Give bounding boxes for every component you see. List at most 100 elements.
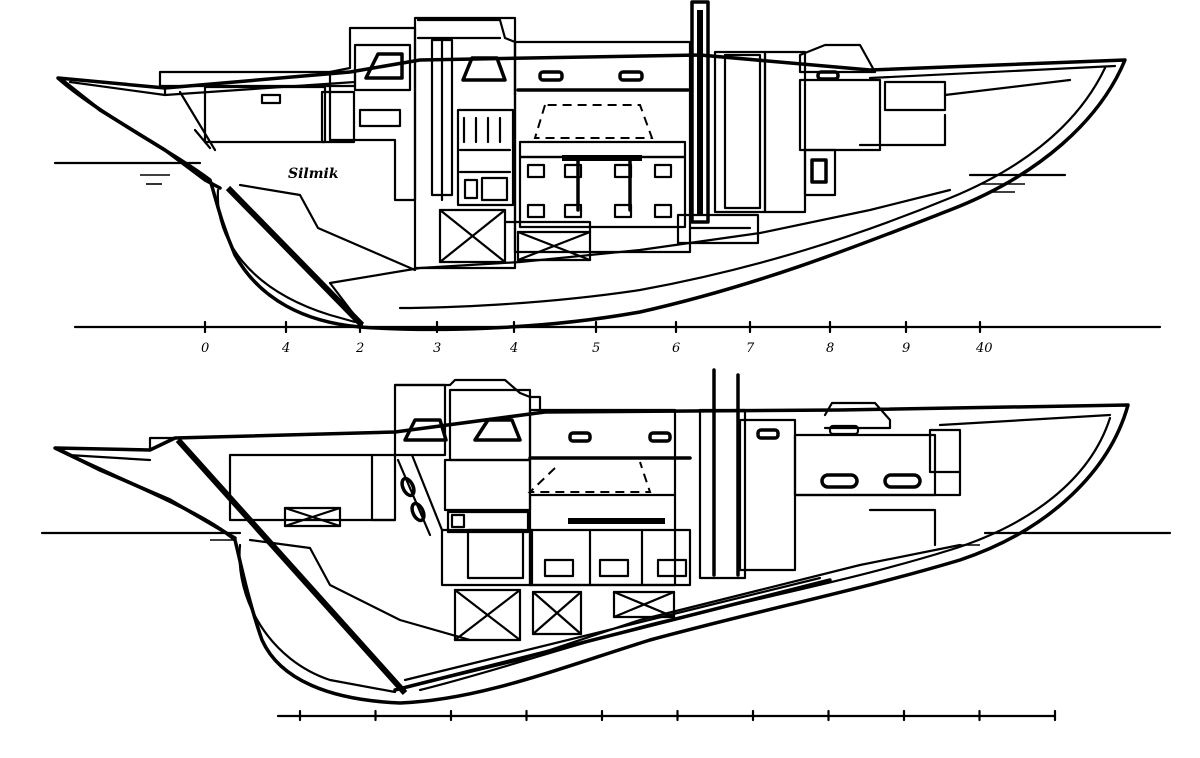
lower-rudder-stock bbox=[175, 437, 408, 696]
lower-saloon bbox=[528, 408, 677, 587]
lower-stove-knob bbox=[450, 513, 466, 529]
upper-aft-lazarette bbox=[163, 86, 217, 152]
upper-vent-slot bbox=[260, 93, 282, 105]
upper-icebox-cross bbox=[438, 208, 507, 264]
upper-rudder-stock bbox=[225, 185, 365, 328]
upper-hatch bbox=[358, 108, 402, 128]
lower-galley-counter bbox=[443, 458, 532, 512]
upper-scale-label: 4 bbox=[281, 341, 290, 356]
upper-galley-stove bbox=[456, 108, 515, 207]
upper-stove-burners bbox=[458, 116, 512, 174]
lower-mast-compartment bbox=[698, 408, 747, 580]
upper-settee-drawer bbox=[653, 203, 673, 219]
upper-saloon bbox=[513, 40, 692, 254]
upper-doghouse bbox=[328, 26, 417, 202]
lower-aft-cabin bbox=[228, 453, 397, 522]
lower-ladder-rung bbox=[400, 476, 416, 498]
lower-bilge-bin bbox=[612, 590, 676, 619]
upper-stern-post bbox=[60, 78, 222, 190]
lower-aft-bin bbox=[283, 506, 342, 528]
lower-forward-hatch bbox=[823, 401, 892, 430]
upper-bilge-bin bbox=[516, 230, 592, 262]
upper-settee-drawer bbox=[526, 163, 546, 179]
upper-settee-drawer bbox=[653, 163, 673, 179]
lower-chain-locker bbox=[928, 428, 962, 474]
lower-locker-vent bbox=[756, 428, 780, 440]
upper-forward-hatch bbox=[798, 43, 877, 74]
upper-scale-label: 3 bbox=[433, 341, 441, 356]
lower-bilge-bin-cross bbox=[453, 588, 522, 642]
lower-settee-drawer bbox=[656, 558, 688, 578]
lower-fwd-porthole bbox=[820, 473, 859, 489]
upper-boat-name: Silmik bbox=[288, 166, 339, 182]
upper-hanging-locker bbox=[763, 50, 807, 214]
upper-fwd-porthole bbox=[816, 70, 840, 81]
lower-bilge-bin-cross bbox=[612, 590, 676, 619]
upper-locker-door bbox=[803, 148, 837, 197]
lower-stern-post bbox=[58, 448, 237, 540]
upper-window-2 bbox=[461, 56, 507, 82]
lower-keel-bolt-inner bbox=[403, 576, 822, 682]
upper-doghouse-frame bbox=[353, 43, 412, 92]
lower-ladder-rung bbox=[410, 501, 426, 523]
lower-settee-drawer bbox=[543, 558, 575, 578]
upper-settee-drawer bbox=[563, 203, 583, 219]
lower-forepeak-berth bbox=[793, 470, 962, 547]
upper-mast bbox=[690, 0, 710, 224]
lower-settee-drawer bbox=[598, 558, 630, 578]
upper-mast-base bbox=[676, 213, 760, 245]
upper-head-compartment bbox=[713, 50, 767, 214]
upper-shelf bbox=[518, 140, 687, 159]
lower-oven bbox=[466, 528, 525, 580]
lower-skeg bbox=[248, 538, 472, 642]
upper-skylight-dashed bbox=[533, 104, 654, 139]
lower-hull-liner bbox=[418, 416, 1112, 692]
upper-scale-label: 6 bbox=[672, 341, 680, 356]
lower-bilge-bin-cross bbox=[531, 590, 583, 636]
upper-porthole bbox=[618, 70, 644, 82]
upper-settee-drawer bbox=[526, 203, 546, 219]
upper-oven-door bbox=[480, 176, 509, 202]
upper-forepeak bbox=[858, 78, 1072, 147]
upper-scale-label: 40 bbox=[975, 341, 993, 356]
upper-settee-drawer bbox=[613, 163, 633, 179]
lower-scale bbox=[276, 709, 1057, 722]
lower-window-2 bbox=[473, 418, 522, 442]
upper-forepeak-shelf bbox=[883, 80, 947, 112]
lower-aft-bulkhead bbox=[370, 453, 397, 522]
lower-galley-base bbox=[440, 528, 534, 587]
lower-skylight-dashed bbox=[527, 461, 652, 493]
upper-hull-liner bbox=[398, 66, 1107, 310]
lower-porthole bbox=[648, 431, 672, 443]
upper-scale-label: 0 bbox=[201, 341, 209, 356]
upper-stove-knob bbox=[463, 178, 479, 200]
lower-deck-sheer bbox=[66, 413, 1112, 462]
upper-bilge-step bbox=[503, 220, 592, 234]
lower-porthole bbox=[568, 431, 592, 443]
upper-scale-label: 7 bbox=[746, 341, 755, 356]
lower-doghouse-window bbox=[403, 418, 448, 442]
lower-scale-ticks bbox=[298, 709, 1057, 722]
lower-hull-outline bbox=[53, 403, 1130, 705]
upper-bulkhead bbox=[320, 90, 356, 144]
upper-scale-label: 5 bbox=[592, 341, 600, 356]
upper-sailboat-profile: Silmik bbox=[53, 0, 1127, 332]
upper-rudder bbox=[216, 188, 357, 324]
upper-bilge-bin-cross bbox=[516, 230, 592, 262]
lower-fwd-porthole bbox=[883, 473, 922, 489]
lower-rudder bbox=[238, 543, 397, 694]
upper-settee-drawer bbox=[563, 163, 583, 179]
upper-locker-handle bbox=[810, 158, 828, 184]
upper-skeg bbox=[238, 183, 417, 272]
upper-head-door bbox=[723, 53, 762, 210]
lower-doghouse-roof bbox=[393, 378, 542, 412]
upper-scale-label: 2 bbox=[355, 341, 364, 356]
lower-galley-stove bbox=[446, 510, 530, 534]
lower-settee bbox=[528, 528, 692, 587]
upper-porthole bbox=[538, 70, 564, 82]
upper-keel-line bbox=[328, 281, 364, 327]
lower-sailboat-profile bbox=[40, 368, 1172, 705]
